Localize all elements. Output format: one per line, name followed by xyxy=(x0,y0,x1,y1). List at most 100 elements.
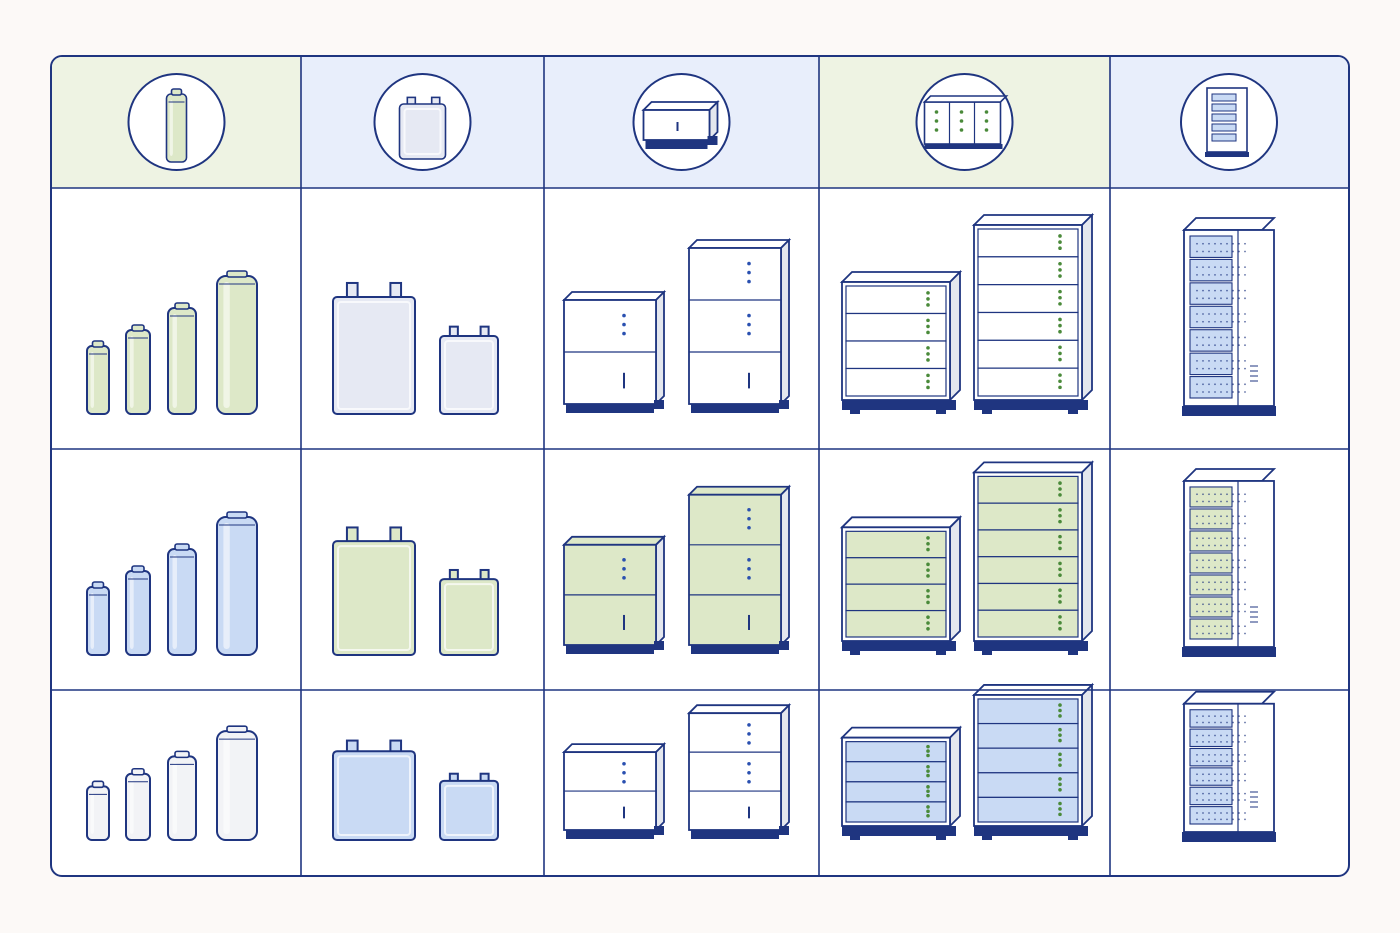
rack-module-dot xyxy=(1220,559,1222,562)
rack-module-dot xyxy=(1208,515,1210,518)
battery-terminal xyxy=(226,270,248,278)
cabinet-drawer xyxy=(977,284,1079,314)
rack-module-dot xyxy=(1226,773,1228,776)
rack-module-dot xyxy=(1238,734,1240,737)
rack-module-dot xyxy=(1214,250,1216,253)
rack-module-dot xyxy=(1208,632,1210,635)
rack-module-dot xyxy=(1202,721,1204,724)
rack-module-dot xyxy=(1196,734,1198,737)
rack-module-dot xyxy=(1238,818,1240,821)
rack-module-dot xyxy=(1196,559,1198,562)
rack-module-dot xyxy=(1214,721,1216,724)
rack-module-dot xyxy=(1202,273,1204,276)
pouch-body xyxy=(398,103,447,160)
unit-side xyxy=(780,237,790,407)
rack-module-dot xyxy=(1244,344,1246,347)
rack-module xyxy=(1189,235,1233,258)
rack-module-dot xyxy=(1232,792,1234,795)
cylinder-group-row-white-blue xyxy=(86,725,258,842)
rack-module-dot xyxy=(1196,625,1198,628)
rack-module-dot xyxy=(1244,544,1246,547)
status-led xyxy=(1058,546,1062,551)
cabinet-side xyxy=(949,515,961,644)
status-led xyxy=(926,753,930,758)
rack-module-dot xyxy=(1220,391,1222,393)
pouch-group-row-white-blue xyxy=(332,739,499,842)
pouch-cell-large xyxy=(332,526,416,656)
cabinet-foot xyxy=(982,836,992,840)
battery-unit-triple xyxy=(686,703,792,839)
rack-module-dot xyxy=(1196,522,1198,525)
rack-module-dot xyxy=(1208,537,1210,540)
status-led xyxy=(1058,812,1062,817)
rack-module xyxy=(1189,709,1233,728)
cabinet-base xyxy=(842,826,956,836)
rack-module-dot xyxy=(1208,715,1210,718)
rack-module-dot xyxy=(1226,289,1228,292)
rack-module-dot xyxy=(1214,734,1216,737)
unit-front xyxy=(688,493,782,646)
rack-module-dot xyxy=(1238,250,1240,253)
status-led xyxy=(1058,493,1062,497)
rack-module-dot xyxy=(1232,625,1234,628)
rack-module-dot xyxy=(1220,266,1222,269)
rack-module-dot xyxy=(1208,792,1210,795)
rack-module-dot xyxy=(1196,266,1198,269)
status-led xyxy=(926,809,930,814)
cabinet-top xyxy=(971,461,1095,474)
rack-module-dot xyxy=(1244,753,1246,756)
cabinet-foot xyxy=(936,410,946,414)
rack-module-dot xyxy=(1196,289,1198,292)
battery-body xyxy=(167,548,197,656)
status-led xyxy=(984,119,989,123)
status-led xyxy=(1058,540,1062,545)
rack-module-dot xyxy=(1214,367,1216,370)
rack-module-dot xyxy=(1202,320,1204,323)
rack-module xyxy=(1189,552,1233,574)
status-led xyxy=(926,291,930,295)
cylinder-cell xyxy=(167,750,197,842)
status-led xyxy=(747,261,751,266)
icon-rack-module xyxy=(1211,133,1237,142)
grid-canvas xyxy=(52,57,1348,875)
rack-module xyxy=(1189,618,1233,640)
rack-module-dot xyxy=(1202,625,1204,628)
rack-module-dot xyxy=(1232,320,1234,323)
rack-module-dot xyxy=(1196,383,1198,386)
rack-module-dot xyxy=(1244,603,1246,606)
rack-module-dot xyxy=(1220,603,1222,606)
rack-module-dot xyxy=(1238,359,1240,362)
status-led xyxy=(926,588,930,593)
rack-module-dot xyxy=(1220,320,1222,323)
rack-module-dot xyxy=(1214,818,1216,821)
rack-module-dot xyxy=(1226,273,1228,276)
rack-module-dot xyxy=(1220,250,1222,253)
unit-base xyxy=(779,400,789,409)
status-led xyxy=(747,558,751,562)
rack-module-dot xyxy=(1214,799,1216,801)
rack-module-dot xyxy=(1208,818,1210,821)
rack-module-dot xyxy=(1232,336,1234,339)
status-led xyxy=(1058,594,1062,598)
rack-module-dot xyxy=(1244,632,1246,635)
rack-module-dot xyxy=(1232,779,1234,782)
rack-module-dot xyxy=(1202,799,1204,801)
rack-module-dot xyxy=(1244,625,1246,628)
rack-module-dot xyxy=(1232,383,1234,386)
rack-module-dot xyxy=(1196,632,1198,635)
status-led xyxy=(1058,782,1062,787)
unit-base xyxy=(566,404,654,413)
rack-module-dot xyxy=(1220,500,1222,503)
rack-module-dot xyxy=(1202,760,1204,763)
rack-module-dot xyxy=(1196,500,1198,503)
status-led xyxy=(1058,733,1062,737)
rack-module-dot xyxy=(1238,812,1240,814)
rack-module-dot xyxy=(1208,250,1210,253)
status-led xyxy=(926,297,930,301)
status-led xyxy=(1058,487,1062,491)
rack-module-dot xyxy=(1214,289,1216,292)
rack-module xyxy=(1189,258,1233,282)
status-led xyxy=(1058,519,1062,524)
unit-base xyxy=(645,140,708,149)
unit-top xyxy=(686,239,792,249)
